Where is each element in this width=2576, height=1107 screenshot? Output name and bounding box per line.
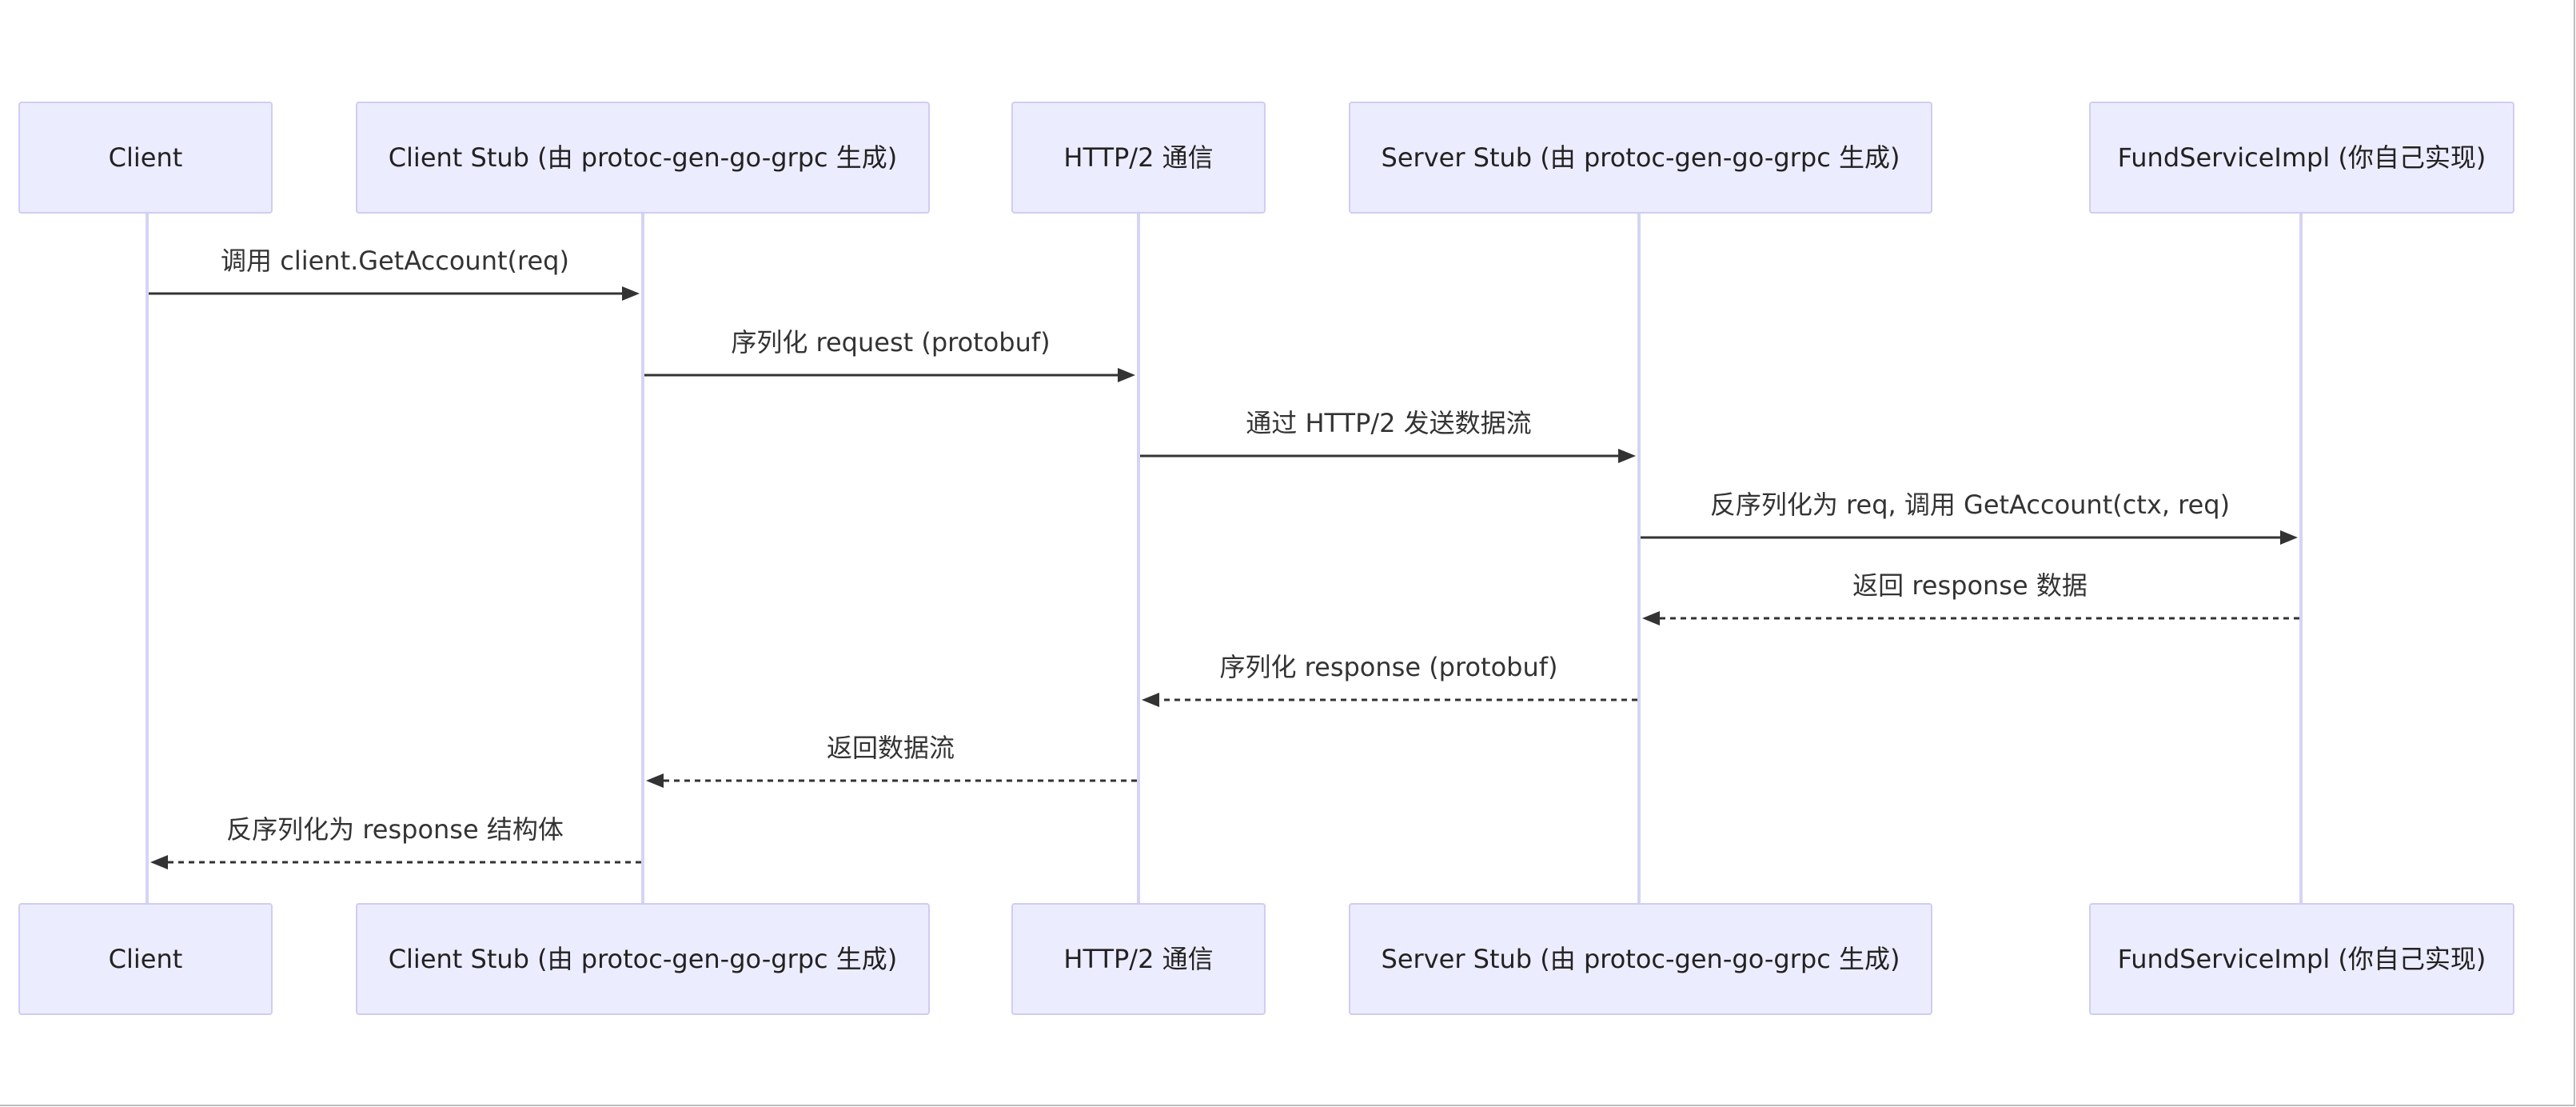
participant-label: HTTP/2 通信 [1063, 944, 1213, 974]
participant-server-stub-top: Server Stub (由 protoc-gen-go-grpc 生成) [1349, 102, 1932, 214]
participant-box [18, 903, 273, 1015]
participant-label: Client [109, 944, 183, 974]
message-8: 反序列化为 response 结构体 [150, 814, 641, 869]
participant-label: Server Stub (由 protoc-gen-go-grpc 生成) [1382, 142, 1900, 173]
participant-impl-bottom: FundServiceImpl (你自己实现) [2089, 903, 2514, 1015]
participant-client-stub-top: Client Stub (由 protoc-gen-go-grpc 生成) [356, 102, 930, 214]
message-4: 反序列化为 req, 调用 GetAccount(ctx, req) [1641, 490, 2298, 545]
participant-box [356, 903, 930, 1015]
message-label: 序列化 response (protobuf) [1220, 652, 1558, 682]
arrow-head [1618, 449, 1636, 463]
participant-box [356, 102, 930, 214]
arrow-head [646, 773, 664, 788]
message-7: 返回数据流 [646, 733, 1137, 788]
participant-box [1349, 102, 1932, 214]
participant-label: FundServiceImpl (你自己实现) [2118, 944, 2486, 974]
participant-box [2089, 102, 2514, 214]
lifelines [146, 213, 2303, 904]
participant-label: FundServiceImpl (你自己实现) [2118, 142, 2486, 173]
participant-box [1011, 903, 1266, 1015]
participant-label: Client Stub (由 protoc-gen-go-grpc 生成) [389, 142, 898, 173]
message-6: 序列化 response (protobuf) [1142, 652, 1637, 707]
arrow-head [2280, 530, 2298, 545]
message-5: 返回 response 数据 [1642, 570, 2299, 625]
message-label: 反序列化为 response 结构体 [226, 814, 564, 845]
message-label: 通过 HTTP/2 发送数据流 [1246, 408, 1531, 438]
participant-box [1349, 903, 1932, 1015]
arrow-head [1642, 611, 1660, 625]
participant-client-top: Client [18, 102, 273, 214]
message-3: 通过 HTTP/2 发送数据流 [1140, 408, 1636, 463]
arrow-head [1118, 368, 1135, 382]
message-1: 调用 client.GetAccount(req) [149, 246, 640, 301]
participant-client-bottom: Client [18, 903, 273, 1015]
participant-label: Server Stub (由 protoc-gen-go-grpc 生成) [1382, 944, 1900, 974]
arrow-head [1142, 693, 1159, 707]
participant-impl-top: FundServiceImpl (你自己实现) [2089, 102, 2514, 214]
messages: 调用 client.GetAccount(req) 序列化 request (pr… [149, 246, 2299, 869]
participant-http2-bottom: HTTP/2 通信 [1011, 903, 1266, 1015]
message-label: 序列化 request (protobuf) [731, 327, 1050, 358]
participant-label: Client Stub (由 protoc-gen-go-grpc 生成) [389, 944, 898, 974]
participant-client-stub-bottom: Client Stub (由 protoc-gen-go-grpc 生成) [356, 903, 930, 1015]
participant-server-stub-bottom: Server Stub (由 protoc-gen-go-grpc 生成) [1349, 903, 1932, 1015]
participant-box [18, 102, 273, 214]
message-2: 序列化 request (protobuf) [644, 327, 1135, 382]
participant-label: Client [109, 142, 183, 173]
arrow-head [150, 855, 168, 869]
message-label: 返回 response 数据 [1852, 570, 2088, 601]
participant-label: HTTP/2 通信 [1063, 142, 1213, 173]
participant-box [1011, 102, 1266, 214]
participant-box [2089, 903, 2514, 1015]
message-label: 调用 client.GetAccount(req) [221, 246, 569, 276]
arrow-head [622, 286, 640, 301]
participant-http2-top: HTTP/2 通信 [1011, 102, 1266, 214]
message-label: 返回数据流 [827, 733, 955, 763]
message-label: 反序列化为 req, 调用 GetAccount(ctx, req) [1710, 490, 2230, 520]
